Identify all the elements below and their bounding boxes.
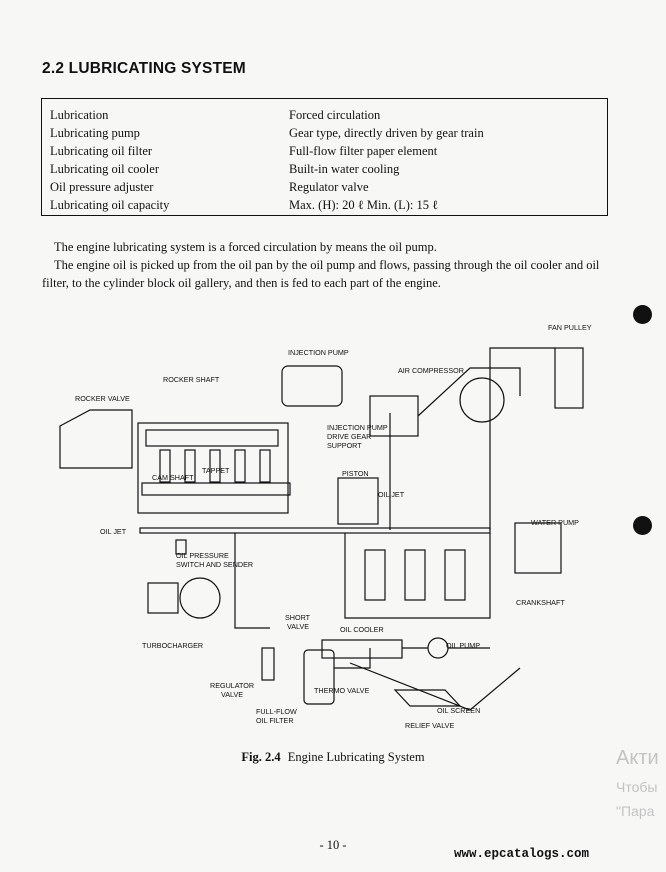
spec-name: Lubrication [50,108,109,122]
binder-hole-icon [633,516,652,535]
crankcase [344,533,491,619]
body-paragraph: The engine oil is picked up from the oil… [42,258,600,290]
spec-name: Oil pressure adjuster [50,180,154,194]
label-regulator-valve: VALVE [221,690,243,699]
spec-value: Gear type, directly driven by gear train [289,126,484,140]
compressor-line [417,367,521,417]
figure-title: Engine Lubricating System [287,750,425,764]
label-oil-jet: OIL JET [100,527,127,536]
label-water-pump: WATER PUMP [531,518,579,527]
spec-value: Regulator valve [289,180,369,194]
overlay-text: Чтобы [616,779,658,795]
label-tappet: TAPPET [202,466,230,475]
label-full-flow-filter: OIL FILTER [256,716,294,725]
oil-screen-body [393,689,462,707]
label-piston: PISTON [342,469,369,478]
compressor-crank [459,377,505,423]
fan-pulley-body [554,347,584,409]
label-oil-pressure: OIL PRESSURE [176,551,229,560]
label-turbocharger: TURBOCHARGER [142,641,203,650]
rocker-cover [59,409,133,469]
filter-feed-line [234,533,270,629]
label-oil-pump: OIL PUMP [446,641,480,650]
label-fan-pulley: FAN PULLEY [548,323,592,332]
injection-pump-body [281,365,343,407]
spec-name: Lubricating oil capacity [50,198,170,212]
spec-value: Max. (H): 20 ℓ Min. (L): 15 ℓ [289,198,439,212]
spec-value: Forced circulation [289,108,381,122]
spec-name: Lubricating oil filter [50,144,153,158]
spec-table: Lubrication Forced circulation Lubricati… [41,98,608,216]
spec-value: Built-in water cooling [289,162,400,176]
label-relief-valve: RELIEF VALVE [405,721,454,730]
oil-pressure-switch [175,539,187,555]
crank-throws [364,549,466,601]
main-oil-gallery [139,527,491,534]
lubrication-diagram: FAN PULLEY INJECTION PUMP AIR COMPRESSOR… [59,323,592,730]
website-link[interactable]: www.epcatalogs.com [454,847,590,861]
label-oil-cooler: OIL COOLER [340,625,384,634]
label-ipdg-support: DRIVE GEAR [327,432,371,441]
label-ipdg-support: INJECTION PUMP [327,423,388,432]
oil-pump-gear [427,637,449,659]
page-number: - 10 - [319,838,347,852]
label-crankshaft: CRANKSHAFT [516,598,565,607]
spec-value: Full-flow filter paper element [289,144,438,158]
right-oil-line [489,347,555,530]
rocker-shaft-body [145,429,279,447]
label-oil-pressure: SWITCH AND SENDER [176,560,253,569]
label-full-flow-filter: FULL-FLOW [256,707,297,716]
body-paragraph: The engine lubricating system is a force… [54,240,437,254]
turbocharger-housing [147,582,179,614]
label-injection-pump: INJECTION PUMP [288,348,349,357]
cam-shaft-body [141,482,291,496]
figure-number: Fig. 2.4 [241,750,281,764]
oil-filter-body [303,649,335,705]
cylinder-head [137,422,289,514]
binder-hole-icon [633,305,652,324]
overlay-text: Акти [616,747,659,769]
label-oil-screen: OIL SCREEN [437,706,480,715]
label-short-valve: VALVE [287,622,309,631]
cooler-filter-line [334,648,371,669]
label-air-compressor: AIR COMPRESSOR [398,366,464,375]
spec-name: Lubricating oil cooler [50,162,159,176]
label-rocker-valve: ROCKER VALVE [75,394,130,403]
oil-cooler-body [321,639,403,659]
label-short-valve: SHORT [285,613,311,622]
turbocharger-body [179,577,221,619]
section-title: 2.2 LUBRICATING SYSTEM [42,60,246,77]
label-ipdg-support: SUPPORT [327,441,362,450]
valve-springs [159,449,271,483]
label-oil-jet: OIL JET [378,490,405,499]
spec-name: Lubricating pump [50,126,140,140]
label-regulator-valve: REGULATOR [210,681,254,690]
figure-caption: Fig. 2.4 Engine Lubricating System [0,750,666,765]
overlay-text: "Пара [616,803,655,819]
label-rocker-shaft: ROCKER SHAFT [163,375,220,384]
piston-body [337,477,379,525]
label-cam-shaft: CAM SHAFT [152,473,194,482]
water-pump-body [514,522,562,574]
regulator-valve-body [261,647,275,681]
label-thermo-valve: THERMO VALVE [314,686,369,695]
oil-pan-line [349,662,521,711]
